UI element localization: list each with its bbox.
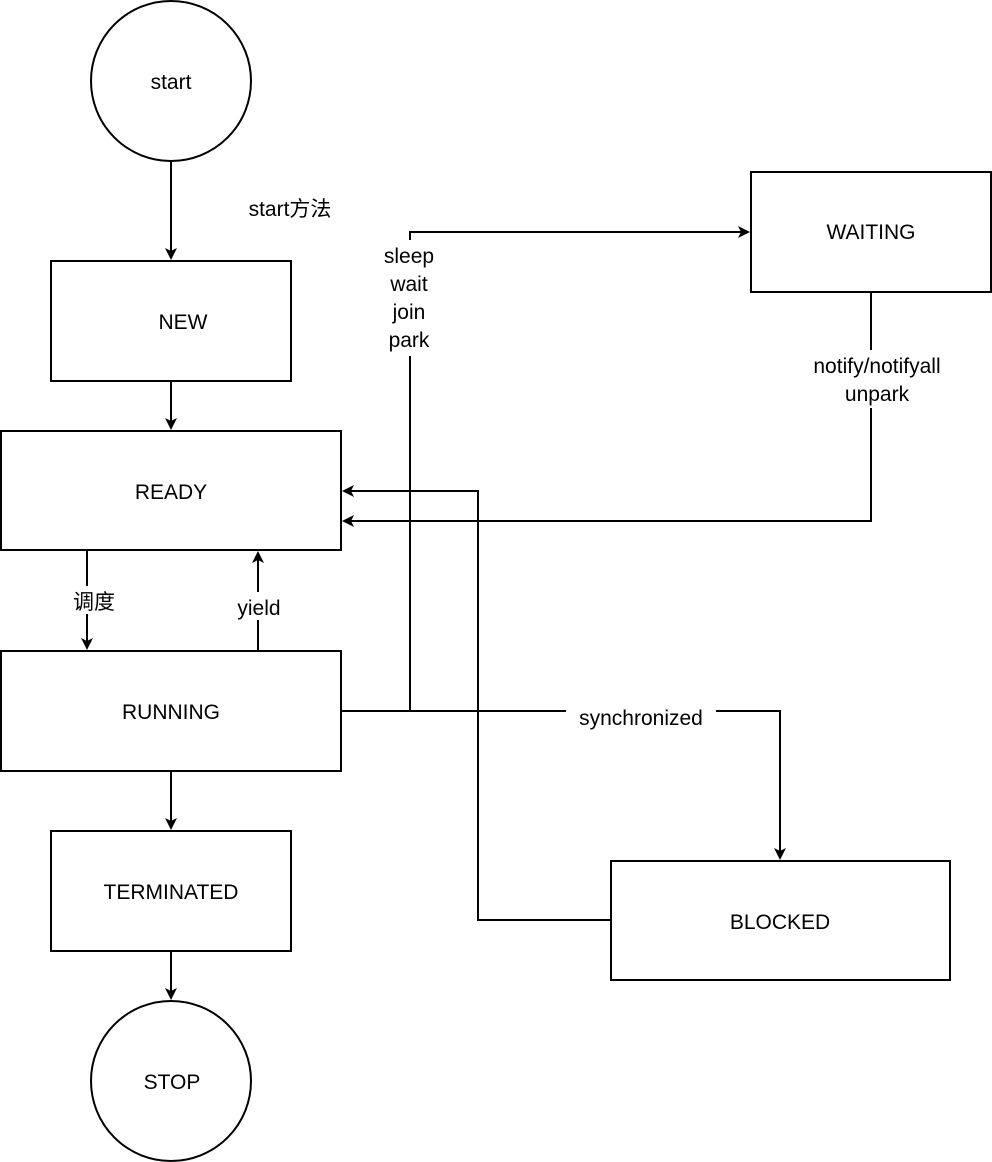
edge-running-to-waiting [341, 226, 750, 712]
running-box [0, 650, 342, 772]
edge-label-yield-bg [232, 592, 286, 620]
edge-label-synchronized: synchronized [579, 707, 703, 730]
node-running: RUNNING [0, 650, 342, 772]
edge-label-park: park [389, 329, 430, 352]
blocked-box [610, 860, 951, 981]
edge-label-notify: notify/notifyall [813, 355, 940, 378]
edge-label-wait: wait [389, 273, 428, 296]
start-circle [90, 0, 252, 162]
ready-label: READY [135, 481, 207, 504]
edge-label-sleep: sleep [384, 245, 434, 268]
node-new: NEW [50, 260, 292, 382]
node-stop: STOP [90, 1000, 252, 1162]
node-start: start [90, 0, 252, 162]
new-label: NEW [159, 311, 208, 334]
edge-label-dispatch-bg [66, 586, 122, 614]
start-label: start [151, 71, 192, 94]
new-box [50, 260, 292, 382]
edge-label-wait-calls-bg [377, 240, 443, 356]
terminated-box [50, 830, 292, 952]
edge-label-dispatch: 调度 [73, 591, 115, 614]
edges [81, 160, 872, 1000]
edge-label-notify-group: notify/notifyall unpark [802, 350, 952, 408]
edge-label-yield-group: yield [232, 592, 286, 620]
edge-blocked-to-ready [342, 485, 611, 921]
running-label: RUNNING [122, 701, 220, 724]
edge-label-synchronized-group: synchronized [566, 704, 716, 732]
edge-label-unpark: unpark [845, 383, 910, 406]
node-blocked: BLOCKED [610, 860, 951, 981]
stop-label: STOP [144, 1071, 201, 1094]
waiting-box [750, 171, 992, 293]
ready-box [0, 430, 342, 551]
edge-label-synchronized-bg [566, 704, 716, 732]
edge-label-start-method: start方法 [249, 198, 332, 221]
node-waiting: WAITING [750, 171, 992, 293]
node-terminated: TERMINATED [50, 830, 292, 952]
edge-label-notify-bg [802, 350, 952, 408]
blocked-label: BLOCKED [730, 911, 830, 934]
stop-circle [90, 1000, 252, 1162]
edge-label-yield: yield [237, 597, 280, 620]
node-ready: READY [0, 430, 342, 551]
edge-label-wait-calls-group: sleep wait join park [377, 240, 443, 356]
edge-running-to-blocked [410, 710, 786, 860]
edge-label-join: join [392, 301, 426, 324]
terminated-label: TERMINATED [104, 881, 239, 904]
waiting-label: WAITING [826, 221, 915, 244]
edge-label-dispatch-group: 调度 [66, 586, 122, 614]
